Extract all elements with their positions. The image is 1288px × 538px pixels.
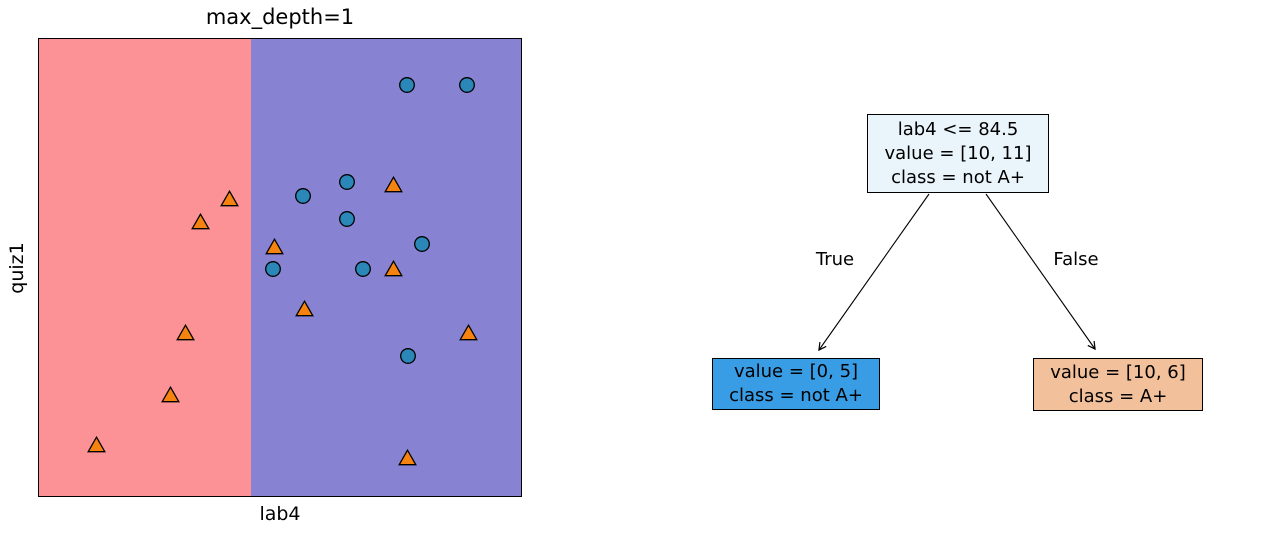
data-point-triangle <box>219 189 239 207</box>
data-point-circle <box>264 260 282 278</box>
root-split-rule: lab4 <= 84.5 <box>897 118 1019 140</box>
data-point-triangle <box>160 385 180 403</box>
data-point-triangle <box>86 435 106 453</box>
tree-root-node: lab4 <= 84.5 value = [10, 11] class = no… <box>867 114 1049 193</box>
data-point-triangle <box>175 323 195 341</box>
data-point-circle <box>338 210 356 228</box>
data-point-triangle <box>190 212 210 230</box>
data-point-triangle <box>397 448 417 466</box>
tree-edge-false <box>985 193 1096 351</box>
data-point-circle <box>413 235 431 253</box>
markers-layer <box>39 39 521 496</box>
left-leaf-class: class = not A+ <box>729 385 863 406</box>
tree-left-leaf: value = [0, 5] class = not A+ <box>712 358 880 410</box>
data-point-circle <box>354 260 372 278</box>
x-axis-label: lab4 <box>259 503 301 525</box>
right-leaf-value: value = [10, 6] <box>1050 361 1186 383</box>
decision-region-right <box>251 39 521 496</box>
left-leaf-value: value = [0, 5] <box>733 361 859 382</box>
data-point-triangle <box>294 299 314 317</box>
right-leaf-class: class = A+ <box>1068 385 1168 407</box>
data-point-triangle <box>383 175 403 193</box>
plot-title: max_depth=1 <box>205 5 355 29</box>
data-point-triangle <box>458 323 478 341</box>
data-point-circle <box>294 187 312 205</box>
tree-right-leaf: value = [10, 6] class = A+ <box>1033 358 1203 411</box>
edge-label-false: False <box>1053 249 1099 270</box>
data-point-circle <box>399 347 417 365</box>
data-point-triangle <box>383 259 403 277</box>
y-axis-label: quiz1 <box>6 242 28 294</box>
root-value: value = [10, 11] <box>884 142 1032 164</box>
edge-label-true: True <box>815 249 855 270</box>
data-point-circle <box>458 76 476 94</box>
tree-edge-true <box>818 193 930 352</box>
root-class: class = not A+ <box>891 166 1025 188</box>
plot-area <box>38 38 522 497</box>
data-point-circle <box>338 173 356 191</box>
data-point-triangle <box>264 237 284 255</box>
data-point-circle <box>398 76 416 94</box>
decision-region-left <box>39 39 251 496</box>
